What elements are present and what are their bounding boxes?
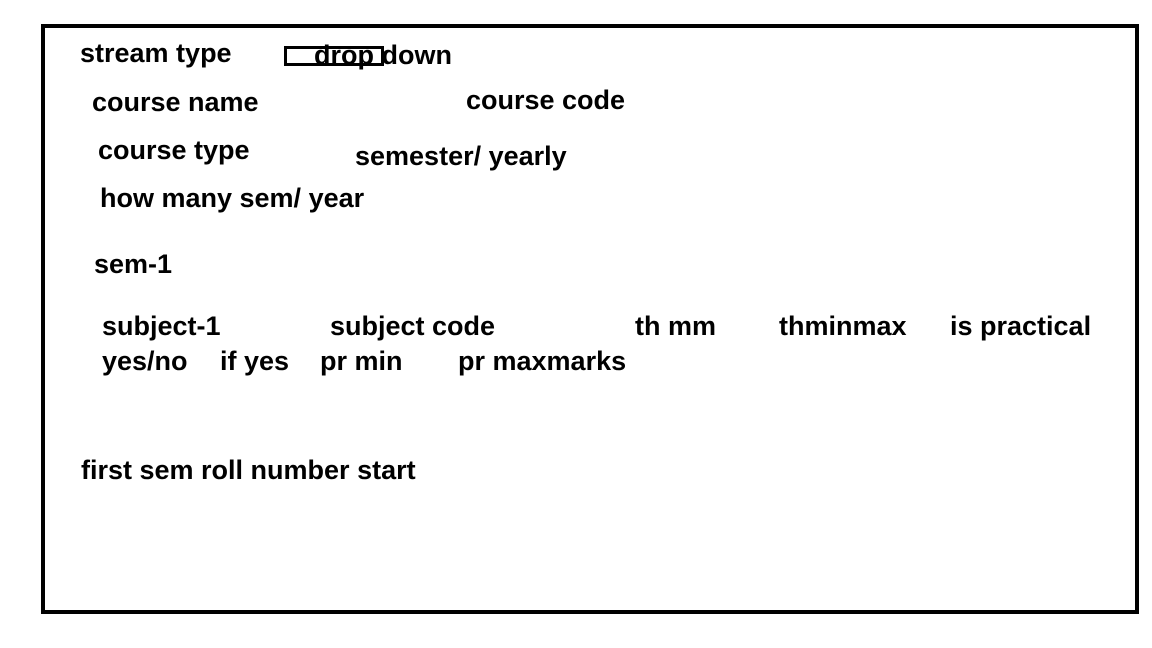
th-mm-label: th mm	[635, 311, 716, 341]
yes-no-label: yes/no	[102, 346, 188, 376]
pr-min-label: pr min	[320, 346, 403, 376]
subject-1-label: subject-1	[102, 311, 221, 341]
course-name-label: course name	[92, 87, 259, 117]
form-frame	[41, 24, 1139, 614]
stream-type-dropdown-text[interactable]: drop down	[314, 40, 452, 70]
pr-maxmarks-label: pr maxmarks	[458, 346, 627, 376]
sem-1-label: sem-1	[94, 249, 173, 279]
subject-code-label: subject code	[330, 311, 496, 341]
how-many-sem-year-label: how many sem/ year	[100, 183, 365, 213]
stream-type-dropdown[interactable]	[284, 46, 384, 66]
stream-type-label: stream type	[80, 38, 232, 68]
course-type-value[interactable]: semester/ yearly	[355, 141, 567, 171]
course-type-label: course type	[98, 135, 250, 165]
if-yes-label: if yes	[220, 346, 290, 376]
course-code-label: course code	[466, 85, 626, 115]
thminmax-label: thminmax	[779, 311, 907, 341]
first-sem-roll-number-start-label: first sem roll number start	[81, 455, 416, 485]
is-practical-label: is practical	[950, 311, 1092, 341]
